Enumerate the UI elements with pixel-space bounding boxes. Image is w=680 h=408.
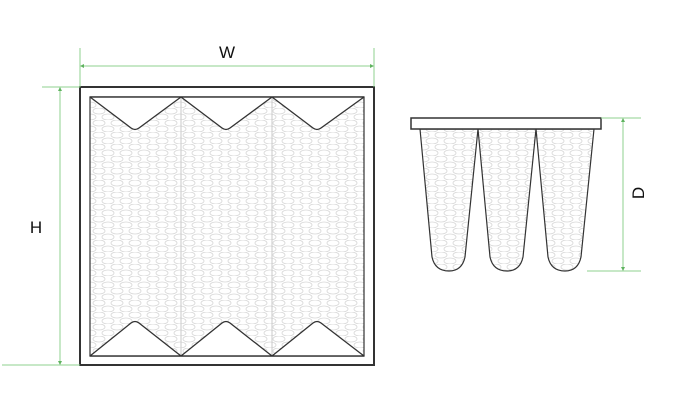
front-view (79, 86, 375, 366)
width-dimension: W (79, 43, 375, 87)
width-label: W (219, 43, 235, 62)
height-label: H (30, 218, 42, 237)
header-frame (410, 117, 602, 130)
depth-dimension: D (587, 117, 648, 272)
pocket-1 (419, 128, 479, 272)
pocket-3 (535, 128, 595, 272)
height-dimension: H (2, 86, 80, 366)
filter-media (89, 96, 365, 357)
pocket-2 (477, 128, 537, 272)
side-view (410, 117, 602, 272)
top-pocket-openings (89, 96, 365, 131)
depth-label: D (629, 187, 648, 199)
bottom-pocket-openings (89, 320, 365, 357)
